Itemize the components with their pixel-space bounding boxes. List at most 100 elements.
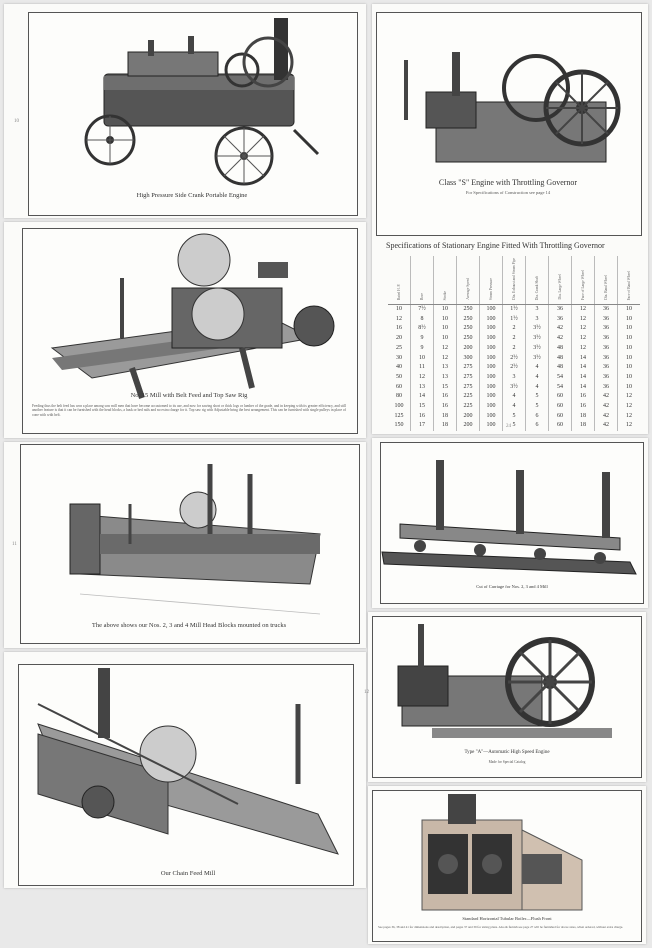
spec-table-cell: 16 bbox=[396, 325, 402, 332]
spec-table-cell: 12 bbox=[571, 343, 595, 354]
spec-table-cell: 200 bbox=[456, 421, 480, 432]
spec-table-cell: 250 bbox=[456, 314, 480, 325]
spec-table-cell: 10 bbox=[433, 334, 457, 344]
spec-header-cell: Rated H. P. bbox=[388, 256, 411, 305]
spec-table-cell: 9 bbox=[410, 343, 434, 354]
type-a-engine-illustration bbox=[397, 624, 612, 738]
spec-table-cell: 12 bbox=[571, 314, 595, 325]
spec-table-cell: 125 bbox=[394, 412, 404, 419]
spec-table-cell: 12 bbox=[410, 372, 434, 383]
description-boiler: See pages 36, 38 and 41 for dimensions a… bbox=[378, 925, 624, 929]
spec-table-cell: 36 bbox=[594, 353, 618, 364]
spec-table-cell: 3 bbox=[525, 314, 549, 325]
spec-table-cell: 16 bbox=[571, 392, 595, 403]
spec-table-cell: 12 bbox=[617, 411, 640, 422]
page-number: 10 bbox=[14, 119, 19, 124]
spec-table-cell: 275 bbox=[456, 372, 480, 383]
page-number: 12 bbox=[364, 690, 369, 695]
spec-table-cell: 25 bbox=[396, 344, 402, 351]
spec-table-cell: 12 bbox=[433, 353, 457, 364]
caption-portable-engine: High Pressure Side Crank Portable Engine bbox=[136, 192, 248, 199]
spec-table-cell: 10 bbox=[617, 304, 640, 315]
portable-engine-illustration bbox=[84, 18, 320, 186]
spec-table-cell: 15 bbox=[433, 382, 457, 393]
boiler-illustration bbox=[421, 794, 583, 911]
spec-table-cell: 100 bbox=[479, 353, 503, 364]
mill-15-illustration bbox=[50, 233, 335, 399]
spec-table-cell: 300 bbox=[456, 353, 480, 364]
spec-table-cell: 100 bbox=[479, 411, 503, 422]
spec-header-cell: Dia. Crank Shaft bbox=[525, 256, 549, 305]
spec-table-cell: 60 bbox=[548, 411, 572, 422]
spec-table-cell: 10 bbox=[617, 334, 640, 344]
spec-table-cell: 18 bbox=[433, 411, 457, 422]
chain-feed-illustration bbox=[37, 668, 339, 855]
spec-table-cell: 18 bbox=[433, 421, 457, 432]
caption-class-s-engine: Class "S" Engine with Throttling Governo… bbox=[438, 178, 578, 187]
spec-table-cell: 250 bbox=[456, 304, 480, 315]
spec-table-cell: 48 bbox=[548, 343, 572, 354]
spec-table-cell: 100 bbox=[479, 343, 503, 354]
spec-header-cell: Steam Pressure bbox=[479, 256, 503, 305]
spec-table-cell: 12 bbox=[571, 304, 595, 315]
spec-table-cell: 10 bbox=[433, 304, 457, 315]
spec-table-cell: 150 bbox=[394, 422, 404, 429]
spec-table-cell: 2 bbox=[502, 343, 526, 354]
catalog-page-boiler: Standard Horizontal Tubular Boiler—Flush… bbox=[368, 786, 646, 944]
spec-table-cell: 3½ bbox=[525, 334, 549, 344]
catalog-page-carriage: Cut of Carriage for Nos. 2, 3 and 4 Mill bbox=[372, 438, 648, 608]
spec-table-cell: 12 bbox=[571, 324, 595, 335]
catalog-page-portable-engine: 10 High Pressure Side Crank Portable Eng… bbox=[4, 4, 366, 218]
spec-table-cell: 10 bbox=[617, 382, 640, 393]
spec-table-cell: 6 bbox=[525, 411, 549, 422]
spec-table-cell: 5 bbox=[502, 411, 526, 422]
spec-table-cell: 10 bbox=[433, 314, 457, 325]
spec-table-cell: 4 bbox=[525, 363, 549, 373]
description-mill-15: Feeding thus the belt feed has won a pla… bbox=[32, 404, 346, 417]
spec-table-cell: 12 bbox=[617, 402, 640, 412]
spec-table-cell: 3½ bbox=[525, 353, 549, 364]
spec-table-cell: 54 bbox=[548, 382, 572, 393]
spec-table-cell: 3½ bbox=[525, 343, 549, 354]
spec-header-cell: Stroke bbox=[433, 256, 457, 305]
catalog-page-chain-feed: Our Chain Feed Mill bbox=[4, 652, 366, 888]
spec-table-cell: 16 bbox=[410, 411, 434, 422]
spec-table-cell: 60 bbox=[396, 383, 402, 390]
caption-type-a-engine: Type "A"—Automatic High Speed Engine bbox=[464, 750, 550, 755]
page-number: 24 bbox=[506, 424, 511, 429]
spec-table-cell: 48 bbox=[548, 363, 572, 373]
spec-table-cell: 36 bbox=[594, 372, 618, 383]
spec-table-cell: 2½ bbox=[502, 353, 526, 364]
spec-table-cell: 50 bbox=[396, 373, 402, 380]
spec-table-cell: 13 bbox=[433, 372, 457, 383]
spec-table-cell: 36 bbox=[594, 304, 618, 315]
spec-table: Rated H. P. Bore Stroke Average Speed St… bbox=[388, 256, 640, 432]
spec-table-cell: 8½ bbox=[410, 324, 434, 335]
spec-table-cell: 10 bbox=[396, 306, 402, 312]
spec-table-cell: 60 bbox=[548, 402, 572, 412]
catalog-page-class-s-engine: Class "S" Engine with Throttling Governo… bbox=[372, 4, 648, 434]
spec-table-title: Specifications of Stationary Engine Fitt… bbox=[386, 241, 605, 250]
spec-table-cell: 100 bbox=[479, 363, 503, 373]
spec-table-cell: 17 bbox=[410, 421, 434, 432]
spec-table-cell: 100 bbox=[479, 372, 503, 383]
spec-table-cell: 10 bbox=[617, 314, 640, 325]
spec-table-cell: 14 bbox=[410, 392, 434, 403]
spec-table-cell: 80 bbox=[396, 393, 402, 400]
spec-table-cell: 1½ bbox=[502, 304, 526, 315]
spec-table-cell: 4 bbox=[502, 392, 526, 403]
spec-table-cell: 40 bbox=[396, 364, 402, 371]
spec-table-cell: 275 bbox=[456, 382, 480, 393]
spec-table-cell: 36 bbox=[548, 304, 572, 315]
catalog-page-type-a-engine: Type "A"—Automatic High Speed Engine Mad… bbox=[364, 612, 646, 782]
spec-table-cell: 10 bbox=[617, 343, 640, 354]
spec-table-cell: 100 bbox=[479, 324, 503, 335]
spec-table-cell: 18 bbox=[571, 411, 595, 422]
